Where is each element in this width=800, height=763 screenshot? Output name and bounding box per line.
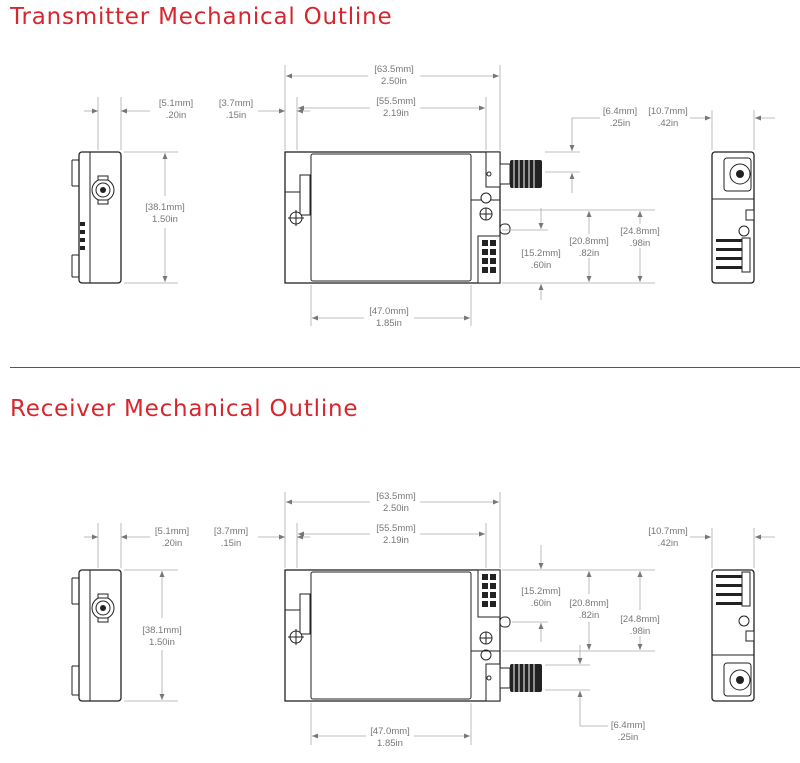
tx-dim-10.7-mm: [10.7mm] xyxy=(648,106,688,117)
rx-dim-47.0-mm: [47.0mm] xyxy=(370,726,410,737)
tx-left-connector-icon xyxy=(91,175,115,205)
tx-dim-55.5-in: 2.19in xyxy=(383,108,409,119)
rx-dim-47.0-in: 1.85in xyxy=(377,738,403,749)
rx-dim-5.1-mm: [5.1mm] xyxy=(155,526,189,537)
transmitter-title: Transmitter Mechanical Outline xyxy=(10,4,393,30)
tx-left-end-view: [5.1mm] .20in [38.1mm] 1.50in xyxy=(71,97,193,284)
rx-dim-63.5-mm: [63.5mm] xyxy=(376,491,416,502)
rx-right-end-view: [10.7mm] .42in xyxy=(648,526,775,702)
rx-pin-header-icon xyxy=(477,569,501,618)
tx-dim-15.2-in: .60in xyxy=(531,260,552,271)
tx-dim-3.7-mm: [3.7mm] xyxy=(219,98,253,109)
tx-mount-hole-icon xyxy=(288,210,304,226)
tx-dim-55.5-mm: [55.5mm] xyxy=(376,96,416,107)
tx-right-connector-icon xyxy=(723,157,752,192)
section-divider xyxy=(10,367,800,368)
tx-dim-63.5-in: 2.50in xyxy=(381,76,407,87)
tx-dim-63.5-mm: [63.5mm] xyxy=(374,64,414,75)
rx-dim-20.8-mm: [20.8mm] xyxy=(569,598,609,609)
tx-dim-10.7-in: .42in xyxy=(658,118,679,129)
rx-dim-20.8-in: .82in xyxy=(579,610,600,621)
tx-dim-47.0-mm: [47.0mm] xyxy=(369,306,409,317)
tx-dim-5.1-mm: [5.1mm] xyxy=(159,98,193,109)
rx-dim-24.8-in: .98in xyxy=(630,626,651,637)
rx-dim-6.4-in: .25in xyxy=(618,732,639,743)
rx-dim-55.5-in: 2.19in xyxy=(383,535,409,546)
tx-dim-20.8-mm: [20.8mm] xyxy=(569,236,609,247)
tx-dim-6.4-mm: [6.4mm] xyxy=(603,106,637,117)
rx-dim-55.5-mm: [55.5mm] xyxy=(376,523,416,534)
rx-dim-15.2-in: .60in xyxy=(531,598,552,609)
tx-dim-38.1-mm: [38.1mm] xyxy=(145,202,185,213)
rx-dim-6.4-mm: [6.4mm] xyxy=(611,720,645,731)
tx-dim-3.7-in: .15in xyxy=(226,110,247,121)
tx-pin-header-icon xyxy=(477,235,501,284)
rx-dim-63.5-in: 2.50in xyxy=(383,503,409,514)
rx-dim-5.1-in: .20in xyxy=(162,538,183,549)
rx-left-end-view: [5.1mm] .20in [38.1mm] 1.50in xyxy=(71,523,189,702)
tx-dim-38.1-in: 1.50in xyxy=(152,214,178,225)
rx-dim-10.7-in: .42in xyxy=(658,538,679,549)
rx-sma-connector-icon xyxy=(499,664,542,692)
rx-dim-15.2-mm: [15.2mm] xyxy=(521,586,561,597)
rx-dim-24.8-mm: [24.8mm] xyxy=(620,614,660,625)
rx-mount-hole-icon xyxy=(288,629,304,645)
tx-dim-24.8-in: .98in xyxy=(630,238,651,249)
rx-left-connector-icon xyxy=(91,593,115,623)
tx-top-view: [63.5mm] 2.50in [55.5mm] 2.19in [3.7mm] … xyxy=(219,64,660,329)
tx-right-end-view: [10.7mm] .42in xyxy=(648,106,775,284)
tx-dim-5.1-in: .20in xyxy=(166,110,187,121)
tx-dim-24.8-mm: [24.8mm] xyxy=(620,226,660,237)
tx-sma-connector-icon xyxy=(499,160,542,188)
tx-dim-6.4-in: .25in xyxy=(610,118,631,129)
rx-dim-38.1-in: 1.50in xyxy=(149,637,175,648)
rx-top-view: [63.5mm] 2.50in [55.5mm] 2.19in [3.7mm] … xyxy=(214,491,660,749)
tx-dim-47.0-in: 1.85in xyxy=(376,318,402,329)
receiver-drawing: [5.1mm] .20in [38.1mm] 1.50in xyxy=(71,491,775,749)
rx-dim-3.7-mm: [3.7mm] xyxy=(214,526,248,537)
receiver-title: Receiver Mechanical Outline xyxy=(10,396,359,422)
rx-dim-3.7-in: .15in xyxy=(221,538,242,549)
rx-dim-10.7-mm: [10.7mm] xyxy=(648,526,688,537)
tx-dim-15.2-mm: [15.2mm] xyxy=(521,248,561,259)
tx-dim-20.8-in: .82in xyxy=(579,248,600,259)
rx-dim-38.1-mm: [38.1mm] xyxy=(142,625,182,636)
rx-right-connector-icon xyxy=(723,662,752,697)
transmitter-drawing: [5.1mm] .20in [38.1mm] 1.50in xyxy=(71,64,775,329)
